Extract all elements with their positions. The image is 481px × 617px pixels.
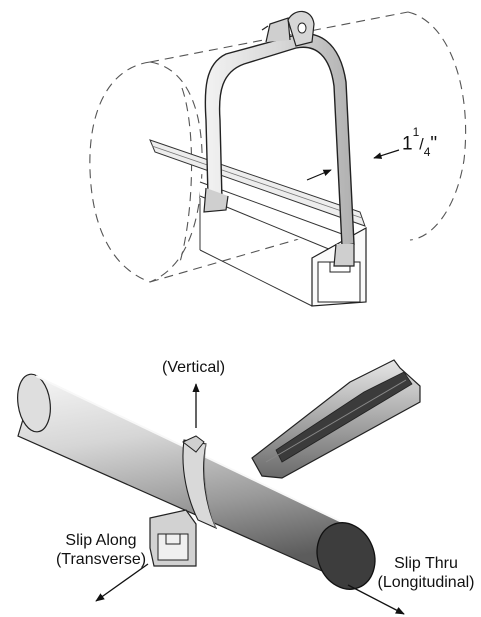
strut-channel-bottom <box>251 359 421 479</box>
dimension-whole: 1 <box>402 133 413 155</box>
slip-along-label: Slip Along (Transverse) <box>38 531 164 569</box>
dimension-arrows <box>306 149 400 181</box>
slip-thru-label: Slip Thru (Longitudinal) <box>374 554 478 592</box>
vertical-label: (Vertical) <box>162 359 226 376</box>
dimension-unit: " <box>430 133 438 155</box>
pipe-clamp-strap <box>203 10 355 267</box>
pipe-clamp-bottom <box>149 435 218 567</box>
slip-along-line2: (Transverse) <box>55 551 147 568</box>
dimension-numerator: 1 <box>412 125 420 139</box>
slip-thru-line2: (Longitudinal) <box>377 574 475 591</box>
slip-along-line1: Slip Along <box>65 532 137 549</box>
dimension-slash: / <box>419 136 424 154</box>
dimension-label: 11/4" <box>402 125 438 160</box>
strut-channel-top <box>149 139 367 307</box>
bottom-figure <box>17 359 421 615</box>
top-figure <box>89 10 467 307</box>
dimension-denominator: 4 <box>423 145 431 160</box>
slip-thru-line1: Slip Thru <box>394 555 458 572</box>
direction-arrows <box>95 383 405 615</box>
